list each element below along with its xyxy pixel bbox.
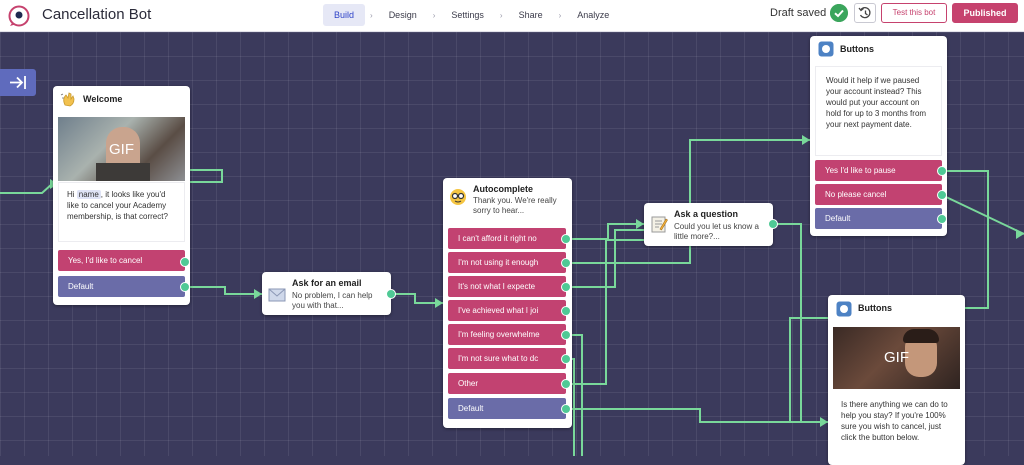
envelope-icon [268,288,286,302]
draft-status: Draft saved [770,7,827,19]
name-variable-chip: name [76,190,101,199]
wire-question-to-buttons [773,223,828,423]
wire-email-to-autocomplete [391,293,443,304]
history-icon [858,7,871,19]
ask-email-title: Ask for an email [292,278,362,288]
gif-label: GIF [884,349,909,366]
gif-label: GIF [109,141,134,158]
welcome-title: Welcome [83,94,123,104]
autocomplete-node[interactable]: Autocomplete Thank you. We're really sor… [443,178,572,428]
autocomplete-title: Autocomplete [473,184,534,194]
top-bar: Cancellation Bot Build › Design › Settin… [0,0,1024,32]
nav-separator-icon: › [558,10,562,20]
tab-share[interactable]: Share [518,10,543,20]
tab-design[interactable]: Design [388,10,417,20]
ask-question-desc: Could you let us know a little more?... [674,222,759,241]
buttons-option-cancel[interactable]: No please cancel [815,184,942,205]
bot-logo-icon [8,5,30,27]
buttons-cancel-handle[interactable] [937,190,947,200]
ask-question-handle[interactable] [768,219,778,229]
buttons-pause-message: Would it help if we paused your account … [815,66,942,156]
memo-icon [651,216,668,233]
welcome-message: Hi name, it looks like you'd like to can… [58,182,185,242]
ask-email-desc: No problem, I can help you with that... [292,291,373,310]
welcome-option-yes[interactable]: Yes, I'd like to cancel [58,250,185,271]
welcome-yes-handle[interactable] [180,257,190,267]
autocomplete-option-afford[interactable]: I can't afford it right no [448,228,566,249]
welcome-gif: GIF [58,117,185,181]
autocomplete-option-not-expected[interactable]: It's not what I expecte [448,276,566,297]
nav-separator-icon: › [370,10,373,20]
autocomplete-handle-6[interactable] [561,354,571,364]
wire-default-to-email [186,286,262,295]
ask-email-node[interactable]: Ask for an email No problem, I can help … [262,272,391,315]
autocomplete-handle-8[interactable] [561,404,571,414]
check-icon [830,4,848,22]
wire-opt2-to-question [566,139,810,264]
buttons-default-handle[interactable] [937,214,947,224]
wire-default-to-buttons2 [566,408,828,423]
button-block-icon [818,41,834,57]
stay-gif: GIF [833,327,960,389]
welcome-node[interactable]: Welcome GIF Hi name, it looks like you'd… [53,86,190,305]
buttons-stay-message: Is there anything we can do to help you … [833,391,960,461]
test-bot-button[interactable]: Test this bot [881,3,947,23]
waving-hand-icon [60,92,75,107]
autocomplete-handle-3[interactable] [561,282,571,292]
autocomplete-option-not-sure[interactable]: I'm not sure what to dc [448,348,566,369]
wire-opt1-to-question [566,223,644,240]
autocomplete-option-default[interactable]: Default [448,398,566,419]
wire-entry [0,183,53,194]
autocomplete-handle-5[interactable] [561,330,571,340]
wire-pause-out [944,170,989,309]
autocomplete-handle-7[interactable] [561,379,571,389]
autocomplete-option-other[interactable]: Other [448,373,566,394]
button-block-icon [836,301,852,317]
buttons-stay-title: Buttons [858,303,892,313]
autocomplete-handle-1[interactable] [561,234,571,244]
history-button[interactable] [854,3,876,23]
ask-question-title: Ask a question [674,209,739,219]
autocomplete-handle-2[interactable] [561,258,571,268]
autocomplete-option-overwhelmed[interactable]: I'm feeling overwhelme [448,324,566,345]
buttons-node-stay[interactable]: Buttons GIF Is there anything we can do … [828,295,965,465]
wire-cancel-out [943,195,1024,235]
buttons-option-default[interactable]: Default [815,208,942,229]
tab-settings[interactable]: Settings [451,10,484,20]
nav-separator-icon: › [432,10,436,20]
nav-separator-icon: › [499,10,503,20]
ask-question-node[interactable]: Ask a question Could you let us know a l… [644,203,773,246]
tab-analyze[interactable]: Analyze [577,10,610,20]
expand-panel-icon [10,76,26,89]
buttons-node-pause[interactable]: Buttons Would it help if we paused your … [810,36,947,236]
publish-button[interactable]: Published [952,3,1018,23]
buttons-pause-handle[interactable] [937,166,947,176]
wire-welcome-loop [176,169,223,183]
nav-tabs: Build › Design › Settings › Share › Anal… [323,4,620,26]
gif-subject-shirt [96,163,150,181]
wire-buttons2-in [789,317,828,422]
autocomplete-option-not-using[interactable]: I'm not using it enough [448,252,566,273]
autocomplete-desc: Thank you. We're really sorry to hear... [473,196,557,215]
autocomplete-handle-4[interactable] [561,306,571,316]
buttons-option-pause[interactable]: Yes I'd like to pause [815,160,942,181]
gif-subject-hair [903,329,939,343]
welcome-option-default[interactable]: Default [58,276,185,297]
nerd-face-icon [450,189,466,205]
welcome-default-handle[interactable] [180,282,190,292]
autocomplete-option-achieved[interactable]: I've achieved what I joi [448,300,566,321]
ask-email-handle[interactable] [386,289,396,299]
sidebar-toggle-button[interactable] [0,69,36,96]
wire-opt3-to-question [566,229,644,288]
buttons-pause-title: Buttons [840,44,874,54]
tab-build[interactable]: Build [323,4,366,26]
app-title: Cancellation Bot [42,6,152,23]
wire-other-to-question [566,239,644,385]
